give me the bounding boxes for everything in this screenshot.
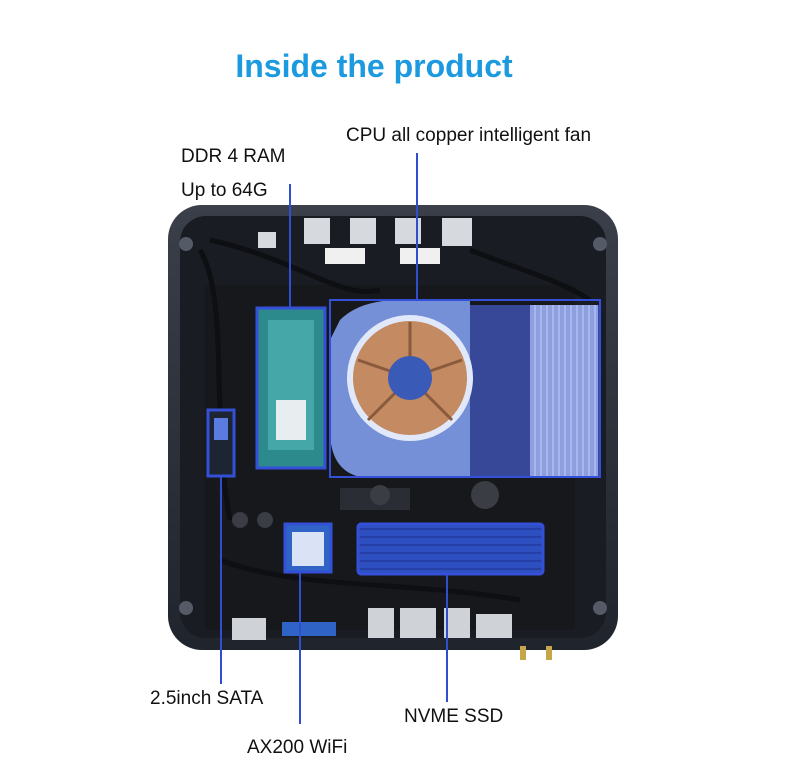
cables	[197, 237, 592, 603]
wifi-label: AX200 WiFi	[247, 737, 348, 758]
ram-leader-line	[289, 184, 291, 308]
top-connectors	[258, 218, 472, 264]
bottom-ports	[232, 608, 552, 660]
page-title: Inside the product	[235, 48, 513, 84]
corner-screws	[179, 237, 607, 615]
fan-label: CPU all copper intelligent fan	[346, 125, 592, 146]
cpu-fan-heatsink	[329, 299, 601, 478]
board-components	[232, 481, 499, 528]
ram-label-line1: DDR 4 RAM	[181, 146, 286, 167]
ram-label-line2: Up to 64G	[181, 180, 268, 201]
fan-leader-line	[416, 153, 418, 300]
wifi-leader-line	[299, 572, 301, 724]
nvme-ssd	[356, 522, 545, 576]
ssd-label: NVME SSD	[404, 706, 504, 727]
sata-leader-line	[220, 476, 222, 684]
sata-label: 2.5inch SATA	[150, 688, 264, 709]
ssd-leader-line	[446, 574, 448, 702]
